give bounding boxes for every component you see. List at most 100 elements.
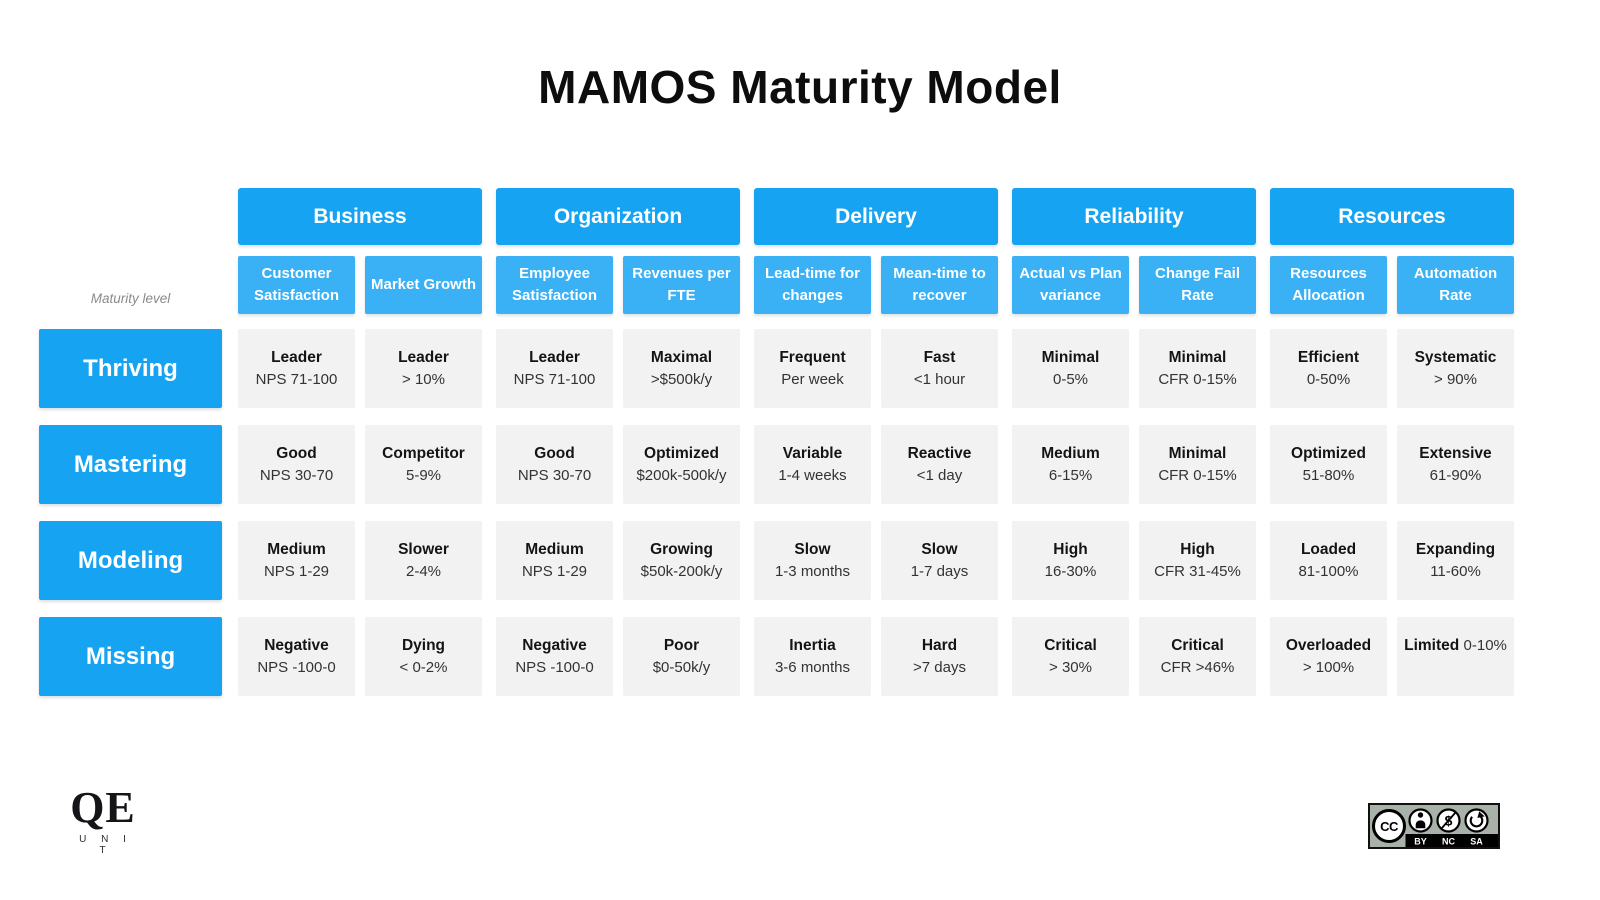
cell-subtitle: NPS -100-0 xyxy=(515,658,594,676)
cell-subtitle: 16-30% xyxy=(1044,562,1097,580)
maturity-cell: Leader NPS 71-100 xyxy=(496,329,613,408)
metric-header: Revenues per FTE xyxy=(623,256,740,314)
cell-title: Limited xyxy=(1404,637,1464,654)
maturity-cell: Loaded 81-100% xyxy=(1270,521,1387,600)
cell-subtitle: NPS 71-100 xyxy=(255,370,338,388)
cell-subtitle: CFR >46% xyxy=(1160,658,1235,676)
cell-title: Slow xyxy=(921,540,958,558)
category-cell-pair: Overloaded > 100% Limited 0-10% xyxy=(1270,617,1514,696)
cell-title: Efficient xyxy=(1297,348,1360,366)
maturity-cell: Optimized $200k-500k/y xyxy=(623,425,740,504)
metric-headers: Resources Allocation Automation Rate xyxy=(1270,256,1514,314)
category-cell-pair: Medium NPS 1-29 Growing $50k-200k/y xyxy=(496,521,740,600)
cell-subtitle: 6-15% xyxy=(1048,466,1093,484)
unit-logo-text: U N I T xyxy=(79,834,132,856)
share-alike-icon xyxy=(1464,808,1489,833)
cell-title: Extensive xyxy=(1419,444,1492,462)
maturity-level-label: Modeling xyxy=(39,521,222,600)
cell-title: Good xyxy=(276,444,317,462)
category-cell-pair: Frequent Per week Fast <1 hour xyxy=(754,329,998,408)
cell-title: Systematic xyxy=(1414,348,1497,366)
cell-subtitle: >$500k/y xyxy=(650,370,713,388)
cell-subtitle: > 10% xyxy=(402,370,445,388)
metric-header: Customer Satisfaction xyxy=(238,256,355,314)
cell-title: Expanding xyxy=(1415,540,1496,558)
category-cell-pair: Medium 6-15% Minimal CFR 0-15% xyxy=(1012,425,1256,504)
cell-subtitle: CFR 0-15% xyxy=(1158,370,1237,388)
maturity-cell: Overloaded > 100% xyxy=(1270,617,1387,696)
category-cell-pair: Good NPS 30-70 Optimized $200k-500k/y xyxy=(496,425,740,504)
cell-subtitle: 61-90% xyxy=(1429,466,1482,484)
cell-subtitle: 1-4 weeks xyxy=(778,466,847,484)
metric-header: Automation Rate xyxy=(1397,256,1514,314)
maturity-cell: Minimal CFR 0-15% xyxy=(1139,425,1256,504)
by-label: BY xyxy=(1414,836,1427,846)
cell-title: Overloaded xyxy=(1285,636,1372,654)
row-cells: Medium NPS 1-29 Slower 2-4% Medium NPS 1… xyxy=(238,521,1514,600)
metric-header: Lead-time for changes xyxy=(754,256,871,314)
cell-title: Inertia xyxy=(789,636,836,654)
metric-headers: Customer Satisfaction Market Growth xyxy=(238,256,482,314)
metric-header: Resources Allocation xyxy=(1270,256,1387,314)
maturity-cell: Hard >7 days xyxy=(881,617,998,696)
matrix-header-area: Maturity level Business Customer Satisfa… xyxy=(39,188,1514,314)
cell-subtitle: 5-9% xyxy=(405,466,442,484)
cell-subtitle: 0-10% xyxy=(1463,637,1507,654)
cell-subtitle: > 90% xyxy=(1434,370,1477,388)
category-column: Resources Resources Allocation Automatio… xyxy=(1270,188,1514,314)
cc-by-nc-sa-license-badge[interactable]: CC $ BY NC SA xyxy=(1368,803,1500,849)
cell-title: Minimal xyxy=(1041,348,1100,366)
maturity-level-label: Mastering xyxy=(39,425,222,504)
maturity-level-axis-label: Maturity level xyxy=(90,291,171,306)
maturity-cell: Systematic > 90% xyxy=(1397,329,1514,408)
category-cell-pair: Efficient 0-50% Systematic > 90% xyxy=(1270,329,1514,408)
cell-title: Optimized xyxy=(644,444,719,462)
cell-subtitle: >7 days xyxy=(913,658,966,676)
category-cell-pair: Leader NPS 71-100 Leader > 10% xyxy=(238,329,482,408)
cell-subtitle: 2-4% xyxy=(405,562,442,580)
maturity-cell: Maximal >$500k/y xyxy=(623,329,740,408)
maturity-level-label: Missing xyxy=(39,617,222,696)
category-header: Organization xyxy=(496,188,740,245)
cell-subtitle: 1-7 days xyxy=(910,562,969,580)
maturity-cell: Efficient 0-50% xyxy=(1270,329,1387,408)
cell-subtitle: 0-50% xyxy=(1306,370,1351,388)
maturity-cell: Optimized 51-80% xyxy=(1270,425,1387,504)
qe-logo-text: QE xyxy=(70,783,136,832)
maturity-cell: Negative NPS -100-0 xyxy=(496,617,613,696)
cell-subtitle: NPS 30-70 xyxy=(517,466,592,484)
row-cells: Leader NPS 71-100 Leader > 10% Leader NP… xyxy=(238,329,1514,408)
cell-title: Maximal xyxy=(650,348,713,366)
metric-header: Employee Satisfaction xyxy=(496,256,613,314)
category-cell-pair: Minimal 0-5% Minimal CFR 0-15% xyxy=(1012,329,1256,408)
maturity-cell: Growing $50k-200k/y xyxy=(623,521,740,600)
maturity-row: Mastering Good NPS 30-70 Competitor 5-9%… xyxy=(39,425,1514,504)
category-column: Business Customer Satisfaction Market Gr… xyxy=(238,188,482,314)
maturity-cell: Minimal 0-5% xyxy=(1012,329,1129,408)
cell-subtitle: < 0-2% xyxy=(399,658,448,676)
metric-headers: Lead-time for changes Mean-time to recov… xyxy=(754,256,998,314)
maturity-cell: Critical CFR >46% xyxy=(1139,617,1256,696)
cell-title: Hard xyxy=(921,636,958,654)
badge-label-strip xyxy=(1405,834,1498,847)
cell-title: Reactive xyxy=(907,444,972,462)
category-cell-pair: Slow 1-3 months Slow 1-7 days xyxy=(754,521,998,600)
cell-title: Medium xyxy=(267,540,326,558)
category-cell-pair: Critical > 30% Critical CFR >46% xyxy=(1012,617,1256,696)
maturity-cell: Slower 2-4% xyxy=(365,521,482,600)
cell-subtitle: 3-6 months xyxy=(774,658,851,676)
svg-text:CC: CC xyxy=(1380,819,1399,834)
cell-title: Variable xyxy=(782,444,843,462)
metric-headers: Actual vs Plan variance Change Fail Rate xyxy=(1012,256,1256,314)
maturity-cell: Variable 1-4 weeks xyxy=(754,425,871,504)
cell-subtitle: $0-50k/y xyxy=(652,658,711,676)
maturity-cell: Medium 6-15% xyxy=(1012,425,1129,504)
cell-subtitle: $50k-200k/y xyxy=(640,562,723,580)
cell-subtitle: $200k-500k/y xyxy=(636,466,727,484)
cell-title: Critical xyxy=(1044,636,1097,654)
cell-title: Minimal xyxy=(1168,348,1227,366)
category-header: Resources xyxy=(1270,188,1514,245)
label-column-spacer: Maturity level xyxy=(39,188,222,314)
matrix-rows: Thriving Leader NPS 71-100 Leader > 10% … xyxy=(39,329,1514,696)
maturity-row: Missing Negative NPS -100-0 Dying < 0-2%… xyxy=(39,617,1514,696)
